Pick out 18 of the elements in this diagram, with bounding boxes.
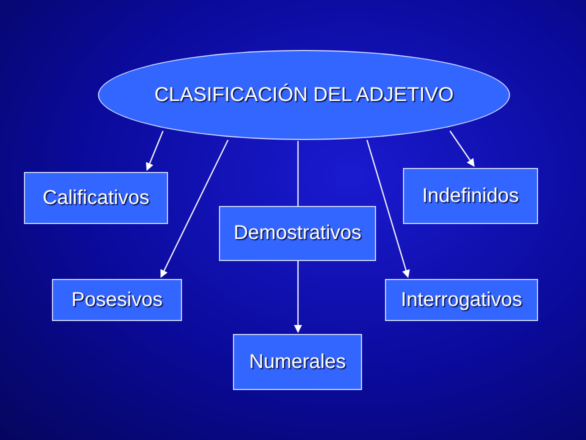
arrow [294, 261, 302, 333]
category-label: Demostrativos [234, 221, 362, 246]
category-label: Indefinidos [422, 184, 519, 208]
arrow [146, 130, 164, 171]
category-box [233, 334, 362, 390]
category-box [52, 279, 182, 321]
category-box [219, 206, 376, 261]
category-box [403, 168, 538, 224]
category-label: Numerales [249, 350, 346, 374]
arrow [160, 140, 229, 278]
category-label: Calificativos [42, 186, 150, 210]
title-text: CLASIFICACIÓN DEL ADJETIVO [154, 82, 454, 108]
arrow [450, 130, 475, 167]
category-box [385, 279, 538, 321]
category-box [24, 172, 168, 224]
category-label: Interrogativos [400, 288, 522, 312]
arrow [366, 140, 410, 278]
category-label: Posesivos [71, 288, 163, 312]
